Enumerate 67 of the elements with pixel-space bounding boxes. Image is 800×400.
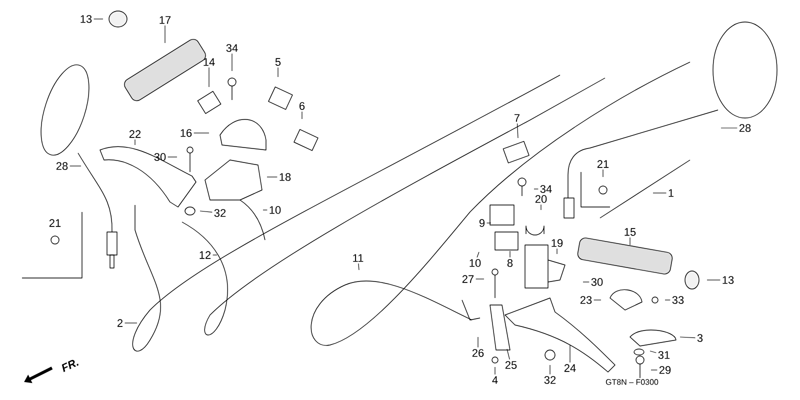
leader-line	[164, 25, 166, 44]
callout-number: 10	[270, 206, 281, 214]
callout-number: 11	[353, 254, 364, 262]
leader-line	[486, 222, 492, 224]
callout-number: 13	[80, 15, 92, 23]
callout-number: 8	[507, 259, 513, 267]
callout-number: 28	[739, 124, 751, 132]
callout-number: 6	[300, 102, 305, 110]
leader-line	[266, 176, 278, 178]
leader-line	[200, 210, 212, 213]
leader-line	[358, 263, 360, 270]
callout-number: 34	[540, 185, 552, 193]
leader-line	[94, 18, 104, 20]
callout-number: 13	[722, 276, 734, 284]
leader-line	[194, 132, 210, 134]
leader-line	[534, 188, 538, 190]
callout-number: 10	[470, 259, 481, 267]
leader-line	[168, 156, 178, 158]
callout-number: 32	[544, 376, 556, 384]
callout-number: 21	[597, 160, 609, 168]
leader-line	[680, 336, 696, 338]
callout-number: 20	[535, 195, 547, 203]
callout-number: 19	[552, 239, 563, 247]
leader-line	[212, 254, 218, 256]
leader-line	[494, 366, 496, 375]
callout-number: 23	[580, 296, 592, 304]
callout-number: 31	[658, 351, 670, 359]
callout-number: 30	[154, 153, 166, 161]
callout-number: 18	[280, 173, 291, 181]
leader-line	[476, 278, 484, 280]
callout-number: 15	[624, 228, 636, 236]
direction-label: FR.	[62, 360, 78, 372]
leader-line	[124, 322, 138, 324]
callout-number: 14	[204, 58, 215, 66]
callout-number: 27	[462, 275, 474, 283]
leader-line	[556, 248, 558, 254]
callout-number: 21	[49, 219, 61, 227]
leader-line	[540, 204, 542, 210]
callout-number: 33	[672, 296, 684, 304]
leader-line	[652, 192, 667, 194]
callout-number: 16	[180, 129, 192, 137]
leader-line	[506, 348, 510, 360]
callout-number: 22	[129, 130, 141, 138]
callout-number: 1	[668, 189, 674, 197]
leader-line	[602, 169, 604, 178]
callout-number: 5	[275, 58, 281, 66]
callout-number: 4	[492, 376, 498, 384]
leader-line	[134, 139, 136, 146]
callout-number: 30	[591, 278, 603, 286]
drawing-code: GT8N – F0300	[606, 379, 658, 385]
callout-number: 34	[226, 44, 238, 52]
callout-number: 9	[479, 219, 485, 227]
leader-line	[516, 123, 518, 138]
callout-number: 25	[505, 361, 517, 369]
callout-number: 3	[697, 334, 703, 342]
callout-number: 17	[160, 16, 171, 24]
callout-number: 26	[472, 349, 484, 357]
callout-number: 32	[214, 209, 226, 217]
callout-number: 7	[514, 114, 520, 122]
callout-number: 24	[564, 364, 576, 372]
leader-line	[476, 252, 480, 258]
leader-line	[650, 350, 656, 354]
callout-number: 28	[56, 162, 68, 170]
callout-number: 12	[200, 251, 211, 259]
leader-line	[208, 67, 210, 88]
callout-number: 29	[659, 366, 671, 374]
callout-number: 2	[118, 319, 123, 327]
